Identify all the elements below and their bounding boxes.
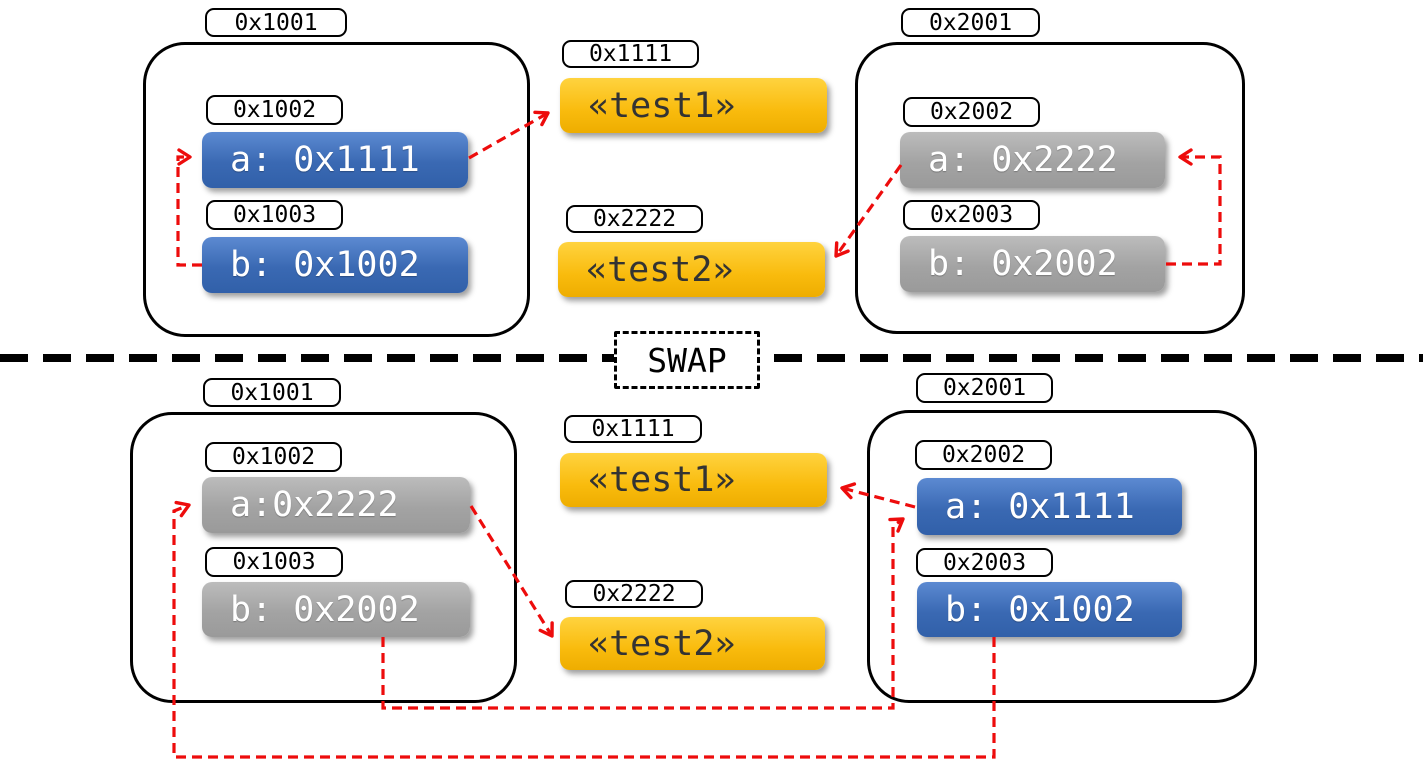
- before-right-slot-a-box: a: 0x2222: [900, 132, 1165, 188]
- before-left-frame-address: 0x1001: [205, 8, 347, 37]
- after-left-slot-b-address: 0x1003: [205, 547, 343, 577]
- swap-label: SWAP: [647, 340, 727, 380]
- after-heap-test1-address: 0x1111: [564, 415, 702, 443]
- after-right-slot-b-address: 0x2003: [916, 548, 1053, 577]
- swap-label-box: SWAP: [614, 331, 760, 389]
- after-left-slot-b-box: b: 0x2002: [202, 582, 470, 637]
- after-heap-test1-box: «test1»: [560, 453, 827, 507]
- before-left-slot-a-box: a: 0x1111: [202, 132, 468, 188]
- after-heap-test2-box: «test2»: [560, 617, 825, 670]
- before-right-slot-b-box: b: 0x2002: [900, 236, 1165, 292]
- before-left-slot-a-address: 0x1002: [206, 95, 343, 125]
- after-right-slot-a-address: 0x2002: [915, 440, 1052, 470]
- before-right-slot-a-address: 0x2002: [903, 97, 1040, 127]
- before-left-slot-b-box: b: 0x1002: [202, 237, 468, 293]
- before-heap-test1-address: 0x1111: [562, 40, 699, 68]
- after-right-frame-address: 0x2001: [916, 373, 1053, 403]
- after-right-slot-a-box: a: 0x1111: [917, 478, 1182, 535]
- before-right-slot-b-address: 0x2003: [903, 200, 1040, 230]
- before-heap-test2-box: «test2»: [558, 242, 825, 297]
- after-left-slot-a-box: a:0x2222: [202, 477, 470, 533]
- after-left-slot-a-address: 0x1002: [205, 442, 342, 472]
- after-right-slot-b-box: b: 0x1002: [917, 582, 1182, 637]
- before-heap-test1-box: «test1»: [560, 78, 827, 133]
- before-left-slot-b-address: 0x1003: [206, 200, 343, 230]
- after-left-frame-address: 0x1001: [203, 378, 341, 407]
- after-heap-test2-address: 0x2222: [565, 580, 703, 608]
- before-right-frame-address: 0x2001: [901, 8, 1040, 37]
- before-heap-test2-address: 0x2222: [566, 205, 703, 233]
